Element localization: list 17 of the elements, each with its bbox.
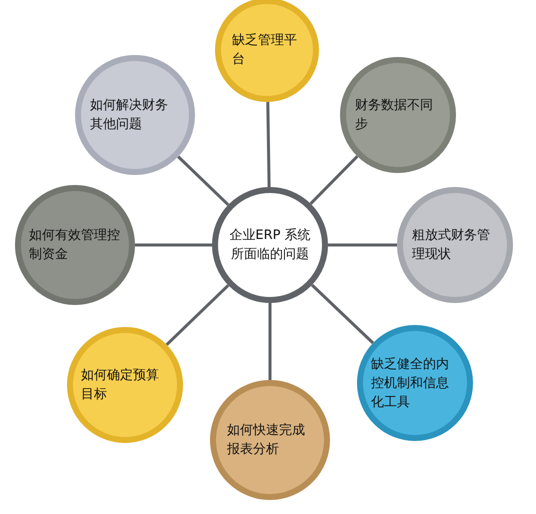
connector-line xyxy=(310,155,358,205)
circle-label: 如何确定预算目标 xyxy=(81,367,160,404)
connector-line xyxy=(268,303,272,380)
circle-label: 如何有效管理控制资金 xyxy=(29,227,121,264)
circle-label: 如何解决财务其他问题 xyxy=(90,97,169,134)
circle-label: 如何快速完成报表分析 xyxy=(227,422,306,459)
circle-label: 财务数据不同步 xyxy=(355,97,434,134)
connector-line xyxy=(166,284,230,346)
connector-line xyxy=(266,102,271,188)
circle-label: 缺乏管理平台 xyxy=(232,32,298,69)
circle-label: 缺乏健全的内控机制和信息化工具 xyxy=(371,356,450,412)
circle-label: 企业ERP 系统所面临的问题 xyxy=(228,227,312,264)
connector-line xyxy=(135,244,212,246)
connector-line xyxy=(310,284,374,344)
circle-label: 粗放式财务管理现状 xyxy=(412,227,491,264)
connector-line xyxy=(177,156,230,206)
connector-line xyxy=(328,244,397,246)
